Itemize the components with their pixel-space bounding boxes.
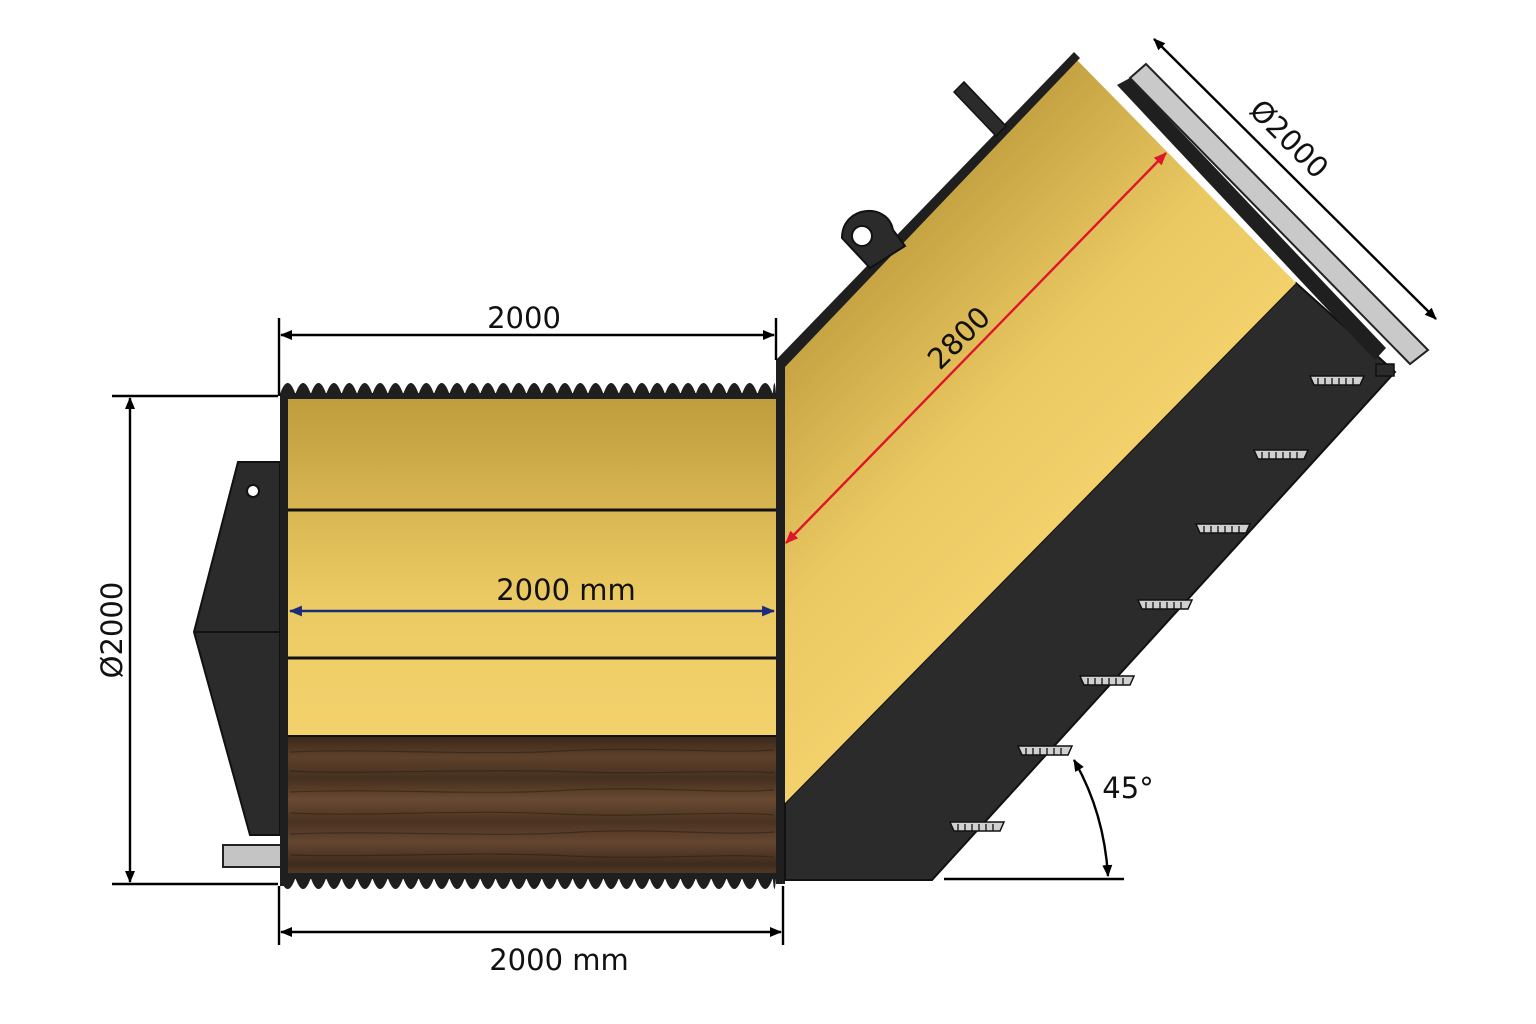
mounting-hole — [246, 484, 260, 498]
clip — [1308, 375, 1366, 386]
corrugation-bottom — [280, 878, 776, 889]
corrugation-top — [280, 383, 776, 394]
fastening-clips — [948, 375, 1366, 832]
clip — [1016, 745, 1074, 756]
left-end-cap — [192, 461, 281, 836]
angle-label: 45° — [1102, 771, 1153, 805]
wood-grain — [289, 748, 775, 858]
dimension-top-length: 2000 — [277, 301, 778, 396]
clip — [1136, 599, 1194, 610]
clip — [948, 821, 1006, 832]
straight-pipe-section — [280, 360, 785, 886]
angled-pipe-section — [776, 52, 1430, 881]
dimension-left-diameter: Ø2000 — [95, 394, 278, 886]
angled-diameter-label: Ø2000 — [1243, 93, 1335, 185]
corrugated-bottom-edge — [280, 878, 776, 889]
inner-length-label: 2000 mm — [496, 573, 636, 607]
handle-bar — [952, 80, 1008, 138]
corrugated-top-edge — [280, 383, 776, 394]
dimension-angle: 45° — [944, 759, 1154, 881]
dimension-bottom-length: 2000 mm — [277, 886, 785, 977]
dimension-inner-length: 2000 mm — [288, 573, 776, 617]
clip — [1194, 523, 1252, 534]
clip — [1078, 675, 1136, 686]
top-length-label: 2000 — [487, 301, 561, 335]
latch — [1375, 363, 1395, 377]
left-diameter-label: Ø2000 — [95, 582, 129, 679]
clip — [1252, 449, 1310, 460]
bottom-length-label: 2000 mm — [489, 943, 629, 977]
